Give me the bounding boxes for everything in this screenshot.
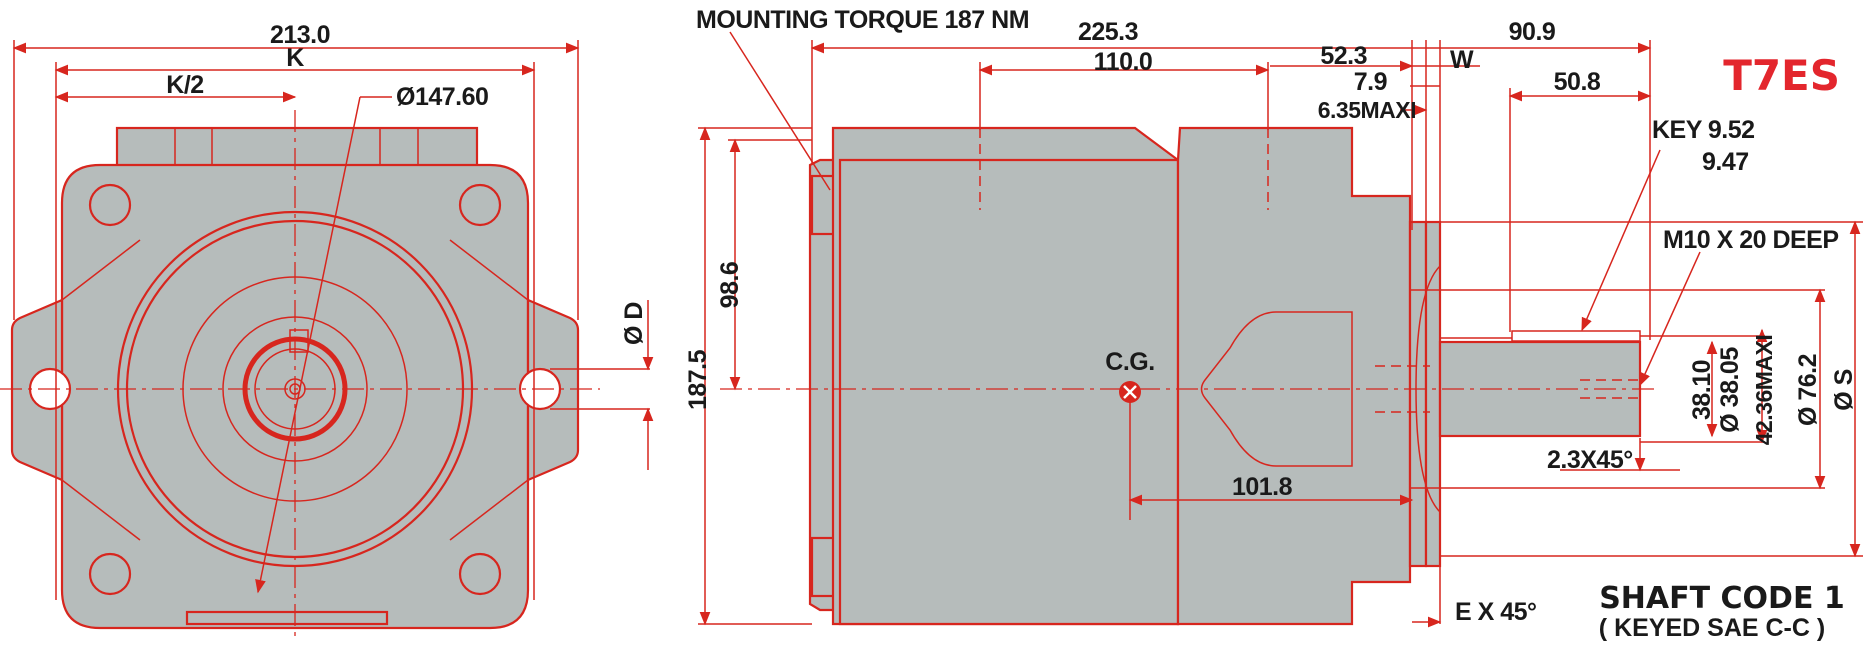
dim-50-8: 50.8 — [1554, 68, 1601, 96]
dim-52: 52.3 — [1320, 42, 1367, 70]
key-label-2: 9.47 — [1702, 148, 1749, 176]
dim-k: K — [286, 44, 304, 72]
side-view — [698, 31, 1863, 628]
model-label: T7ES — [1723, 51, 1840, 100]
front-view — [0, 40, 654, 640]
dim-110: 110.0 — [1094, 48, 1153, 76]
dim-98: 98.6 — [716, 262, 744, 309]
dim-hole-diameter: Ø D — [620, 302, 648, 345]
cg-label: C.G. — [1105, 348, 1154, 376]
dim-6-35: 6.35MAXI — [1318, 97, 1416, 123]
dim-pilot-diameter: Ø147.60 — [396, 83, 488, 111]
thread-label: M10 X 20 DEEP — [1663, 226, 1839, 254]
dim-225: 225.3 — [1078, 18, 1138, 46]
chamfer-flange-label: E X 45° — [1455, 598, 1537, 626]
shaft-code-subtitle: ( KEYED SAE C-C ) — [1599, 614, 1825, 642]
mounting-torque-label: MOUNTING TORQUE 187 NM — [696, 6, 1029, 34]
dim-k-half: K/2 — [166, 71, 203, 99]
dim-90: 90.9 — [1509, 18, 1556, 46]
chamfer-shaft-label: 2.3X45° — [1547, 446, 1633, 474]
dim-76-2: Ø 76.2 — [1794, 354, 1822, 426]
dim-213: 213.0 — [270, 21, 330, 49]
dim-cg-distance: 101.8 — [1232, 473, 1293, 501]
dim-s: Ø S — [1830, 369, 1858, 411]
dim-38-10: 38.10 — [1688, 360, 1716, 420]
shaft-code-title: SHAFT CODE 1 — [1599, 581, 1845, 616]
dim-7-9: 7.9 — [1354, 68, 1387, 96]
dim-42-36: 42.36MAXI — [1751, 335, 1777, 446]
dim-187: 187.5 — [684, 349, 712, 410]
dim-w: W — [1450, 46, 1474, 74]
dim-38-05: Ø 38.05 — [1716, 347, 1744, 433]
key-label-1: KEY 9.52 — [1652, 116, 1755, 144]
